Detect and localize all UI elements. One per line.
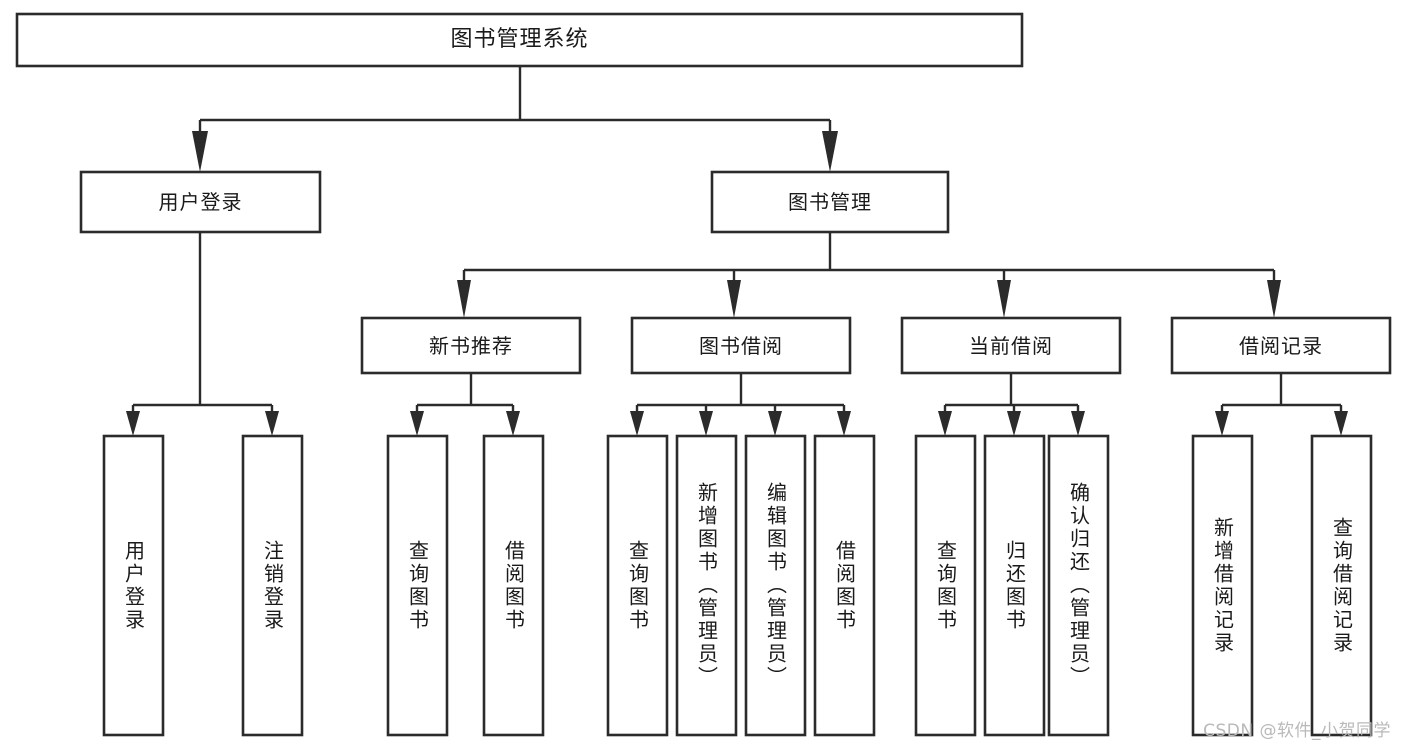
arrowhead-borrow-record bbox=[1267, 280, 1281, 318]
connector-layer bbox=[126, 66, 1348, 436]
arrowhead-bb-borrow bbox=[837, 411, 851, 436]
node-leaf-logout[interactable] bbox=[241, 434, 304, 737]
node-leaf-edit-book-admin[interactable] bbox=[744, 434, 807, 737]
node-leaf-query-book-cb[interactable] bbox=[914, 434, 977, 737]
node-box-layer bbox=[15, 12, 1392, 737]
arrowhead-book-borrow bbox=[727, 280, 741, 318]
node-root[interactable] bbox=[15, 12, 1024, 68]
node-leaf-user-login[interactable] bbox=[102, 434, 165, 737]
node-new-book-recommend[interactable] bbox=[360, 316, 582, 375]
node-leaf-borrow-book-rec[interactable] bbox=[482, 434, 545, 737]
node-book-borrow[interactable] bbox=[630, 316, 852, 375]
node-leaf-return-book[interactable] bbox=[983, 434, 1046, 737]
node-borrow-record[interactable] bbox=[1170, 316, 1392, 375]
node-user-login[interactable] bbox=[79, 170, 322, 234]
node-book-management[interactable] bbox=[710, 170, 950, 234]
node-leaf-query-borrow-record[interactable] bbox=[1310, 434, 1373, 737]
arrowhead-leaf-logout bbox=[265, 411, 279, 436]
arrowhead-book-mgmt bbox=[822, 131, 838, 172]
node-current-borrow[interactable] bbox=[900, 316, 1122, 375]
arrowhead-leaf-user-login bbox=[126, 411, 140, 436]
arrowhead-user-login bbox=[192, 131, 208, 172]
csdn-watermark: CSDN @软件_小贺同学 bbox=[1203, 721, 1391, 741]
arrowhead-br-add bbox=[1215, 411, 1229, 436]
arrowhead-cb-query bbox=[938, 411, 952, 436]
arrowhead-bb-query bbox=[630, 411, 644, 436]
arrowhead-br-query bbox=[1334, 411, 1348, 436]
arrowhead-cb-return bbox=[1007, 411, 1021, 436]
node-leaf-add-book-admin[interactable] bbox=[675, 434, 738, 737]
node-leaf-query-book-bb[interactable] bbox=[606, 434, 669, 737]
arrowhead-bb-edit bbox=[768, 411, 782, 436]
arrowhead-current-borrow bbox=[997, 280, 1011, 318]
arrowhead-bb-add bbox=[699, 411, 713, 436]
arrowhead-cb-confirm bbox=[1071, 411, 1085, 436]
node-leaf-confirm-return-admin[interactable] bbox=[1047, 434, 1110, 737]
arrowhead-newbook-query bbox=[410, 411, 424, 436]
node-leaf-add-borrow-record[interactable] bbox=[1191, 434, 1254, 737]
arrowhead-newbook-borrow bbox=[506, 411, 520, 436]
node-leaf-borrow-book-bb[interactable] bbox=[813, 434, 876, 737]
node-leaf-query-book-rec[interactable] bbox=[386, 434, 449, 737]
arrowhead-new-book-rec bbox=[457, 280, 471, 318]
